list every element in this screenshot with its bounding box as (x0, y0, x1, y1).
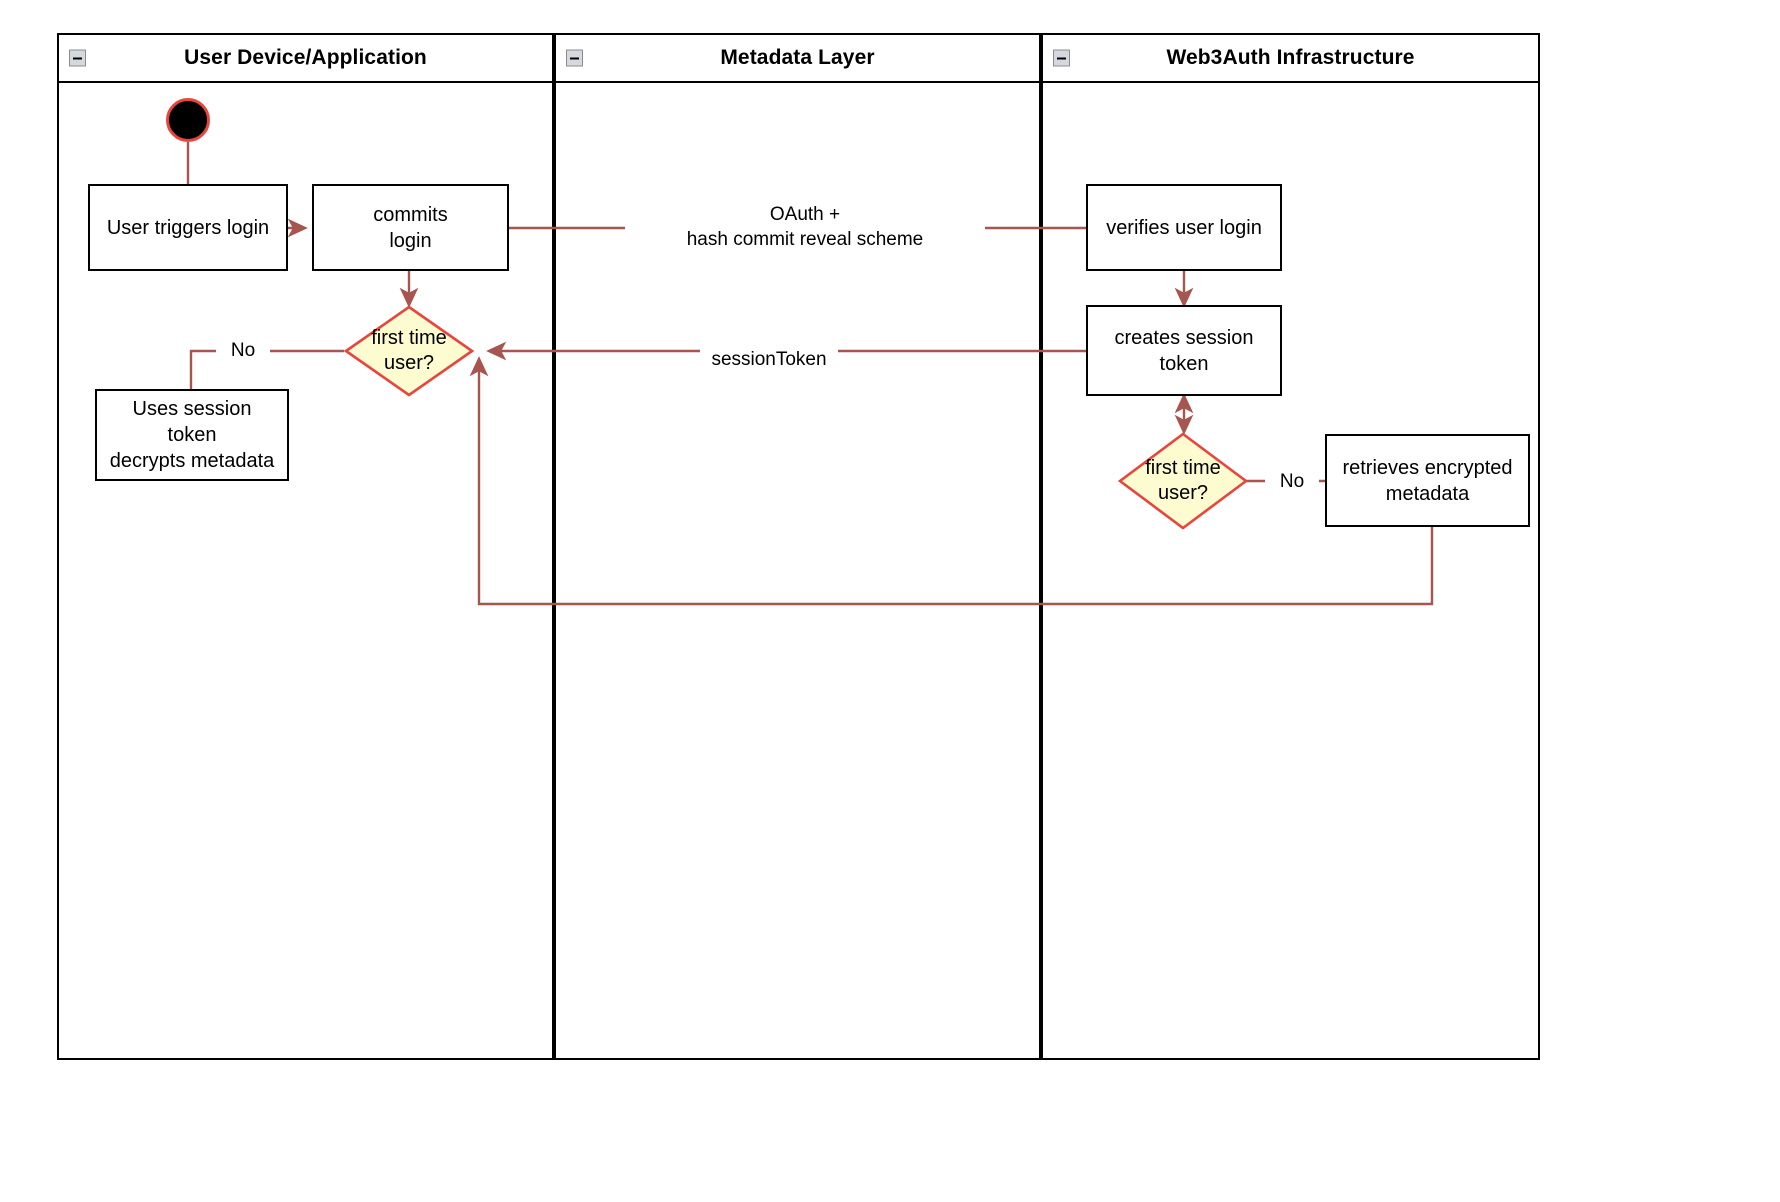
edge-label-oauth: OAuth + hash commit reveal scheme (625, 203, 985, 253)
node-uses-session-token-line-2: token (167, 424, 217, 446)
node-retrieves-encrypted-metadata-line-2: metadata (1385, 482, 1470, 505)
minus-icon[interactable] (566, 49, 583, 67)
node-uses-session-token[interactable]: Uses session token decrypts metadata (95, 389, 289, 481)
swimlane-title-metadata-layer: Metadata Layer (720, 46, 875, 69)
node-commits-login-line-2: login (389, 229, 432, 252)
node-verifies-user-login[interactable]: verifies user login (1086, 184, 1282, 271)
swimlane-header-metadata-layer: Metadata Layer (556, 35, 1039, 83)
node-retrieves-encrypted-metadata[interactable]: retrieves encrypted metadata (1325, 434, 1530, 527)
swimlane-title-user-device: User Device/Application (184, 46, 427, 69)
node-verifies-user-login-label: verifies user login (1106, 216, 1262, 239)
node-creates-session-token-line-1: creates session (1114, 326, 1254, 349)
node-uses-session-token-line-3: decrypts metadata (109, 450, 275, 472)
minus-icon[interactable] (1053, 49, 1070, 67)
node-creates-session-token[interactable]: creates session token (1086, 305, 1282, 396)
node-uses-session-token-line-1: Uses session (132, 398, 252, 420)
node-creates-session-token-line-2: token (1159, 352, 1209, 375)
node-commits-login-line-1: commits (373, 203, 448, 226)
swimlane-title-web3auth: Web3Auth Infrastructure (1166, 46, 1415, 69)
swimlane-header-user-device: User Device/Application (59, 35, 552, 83)
swimlane-web3auth[interactable]: Web3Auth Infrastructure (1041, 33, 1540, 1060)
node-retrieves-encrypted-metadata-line-1: retrieves encrypted (1342, 456, 1513, 479)
decision-first-time-user-right[interactable]: first time user? (1118, 432, 1248, 530)
decision-first-time-user-left[interactable]: first time user? (344, 305, 474, 397)
edge-label-session-token: sessionToken (700, 348, 838, 373)
edge-label-no-left: No (216, 339, 270, 364)
node-commits-login[interactable]: commits login (312, 184, 509, 271)
node-user-triggers-login[interactable]: User triggers login (88, 184, 288, 271)
swimlane-metadata-layer[interactable]: Metadata Layer (554, 33, 1041, 1060)
swimlane-header-web3auth: Web3Auth Infrastructure (1043, 35, 1538, 83)
edge-label-no-right: No (1265, 470, 1319, 495)
node-user-triggers-login-label: User triggers login (106, 216, 270, 239)
start-node (166, 98, 210, 142)
minus-icon[interactable] (69, 49, 86, 67)
swimlane-user-device[interactable]: User Device/Application (57, 33, 554, 1060)
